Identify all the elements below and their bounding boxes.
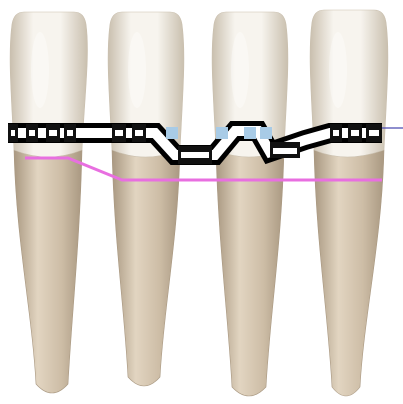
bracket-slot: [11, 130, 15, 136]
bracket-pad: [216, 127, 228, 139]
bracket-pad: [244, 127, 256, 139]
crown-highlight: [128, 32, 146, 108]
crown-highlight: [31, 32, 49, 108]
bracket-pad: [260, 127, 272, 139]
bracket-slot: [181, 152, 209, 158]
bracket-slot: [115, 130, 123, 136]
bracket-slot: [135, 130, 143, 136]
bracket-slot: [351, 130, 359, 136]
bracket-slot: [29, 130, 35, 136]
bracket-slot: [333, 130, 339, 136]
bracket-slot: [273, 148, 297, 154]
crown-highlight: [329, 32, 347, 108]
bracket-slot: [369, 130, 379, 136]
bracket-slot: [49, 130, 57, 136]
crown-highlight: [231, 32, 249, 108]
bracket-slot: [67, 130, 73, 136]
bracket-pad: [166, 127, 178, 139]
